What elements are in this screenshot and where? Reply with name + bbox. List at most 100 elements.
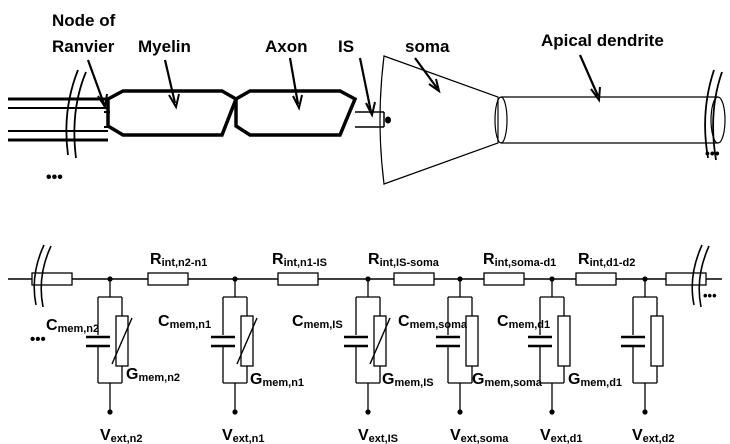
resistor-label-4: Rint,soma-d1 [483,251,556,269]
end-resistor-left [31,272,73,286]
variable-conductance-arrow [236,317,258,365]
conductance-label-sub: mem,d1 [580,377,622,389]
resistor-1 [147,272,189,286]
initial-segment-junction [385,116,391,124]
extracellular-voltage-label-main: V [100,427,111,444]
extracellular-voltage-label: Vext,n1 [222,427,264,444]
extracellular-voltage-label-main: V [450,427,461,444]
capacitance-label: Cmem,n2 [46,317,99,335]
resistor-3 [393,272,435,286]
capacitor [436,335,460,348]
resistor-label-1-sub: int,n2-n1 [162,257,208,269]
axon-left-segment [8,97,108,142]
extracellular-node-dot [365,409,371,415]
resistor-label-5: Rint,d1-d2 [578,251,635,269]
axon-break-mark [65,69,87,159]
resistor-label-2-main: R [272,251,284,268]
circuit-ellipsis-left: ••• [30,331,46,348]
capacitance-label-sub: mem,soma [410,319,468,331]
axon-ellipsis: ••• [46,169,63,186]
conductance-label-main: G [126,366,138,383]
axon-inner-lines [8,107,110,132]
capacitance-label: Cmem,soma [398,313,468,331]
branch-wires [447,279,473,412]
capacitance-label: Cmem,IS [292,313,343,331]
circuit-break-left [33,244,52,308]
apical-arrow [578,54,600,97]
resistor-label-3-sub: int,IS-soma [380,257,440,269]
extracellular-voltage-label-main: V [632,427,643,444]
apical-dendrite-trunk [501,96,718,144]
extracellular-voltage-label-sub: ext,n1 [233,433,265,444]
extracellular-voltage-label-sub: ext,soma [461,433,510,444]
extracellular-voltage-label-main: V [358,427,369,444]
extracellular-voltage-label-sub: ext,n2 [111,433,143,444]
resistor-4 [483,272,525,286]
axon-label: Axon [265,37,308,56]
end-resistor-right [665,272,707,286]
resistor-label-2: Rint,n1-IS [272,251,327,269]
membrane-conductance [650,315,664,367]
resistor-label-1-main: R [150,251,162,268]
capacitance-label-sub: mem,IS [304,319,343,331]
node-arrow [86,59,106,105]
neuron-morphology [8,54,726,185]
capacitor [344,335,368,348]
conductance-label-sub: mem,n1 [262,377,304,389]
capacitance-label-sub: mem,n1 [170,319,212,331]
capacitance-label-main: C [398,313,410,330]
apical-dendrite-label: Apical dendrite [541,31,664,50]
extracellular-node-dot [642,409,648,415]
conductance-label-sub: mem,IS [394,377,433,389]
extracellular-node-dot [457,409,463,415]
myelin-label: Myelin [138,37,191,56]
branch-wires [355,279,381,412]
extracellular-voltage-label: Vext,d1 [540,427,582,444]
branch-wires [632,279,658,412]
compartment-6: Vext,d2 [621,276,674,444]
conductance-label: Gmem,n2 [126,366,180,384]
resistor-label-5-sub: int,d1-d2 [590,257,636,269]
conductance-label-sub: mem,soma [484,377,542,389]
extracellular-voltage-label-sub: ext,d2 [643,433,675,444]
variable-conductance-arrow [369,317,391,365]
resistor-2 [277,272,319,286]
capacitor [621,335,645,348]
extracellular-voltage-label-main: V [540,427,551,444]
extracellular-voltage-label-sub: ext,d1 [551,433,583,444]
capacitor [211,335,235,348]
conductance-label-main: G [472,371,484,388]
resistor-label-4-main: R [483,251,495,268]
extracellular-voltage-label-main: V [222,427,233,444]
myelin-segment-1 [106,89,239,137]
dendrite-break-mark [704,69,723,161]
circuit-break-right [691,244,710,308]
capacitor [528,335,552,348]
capacitance-label-sub: mem,d1 [509,319,551,331]
conductance-label-main: G [382,371,394,388]
resistor-label-5-main: R [578,251,590,268]
conductance-label: Gmem,IS [382,371,434,389]
soma-cone [379,55,499,185]
soma-base [494,96,508,144]
branch-wires [539,279,565,412]
conductance-label-main: G [250,371,262,388]
capacitance-label-main: C [158,313,170,330]
capacitance-label-main: C [46,317,58,334]
variable-conductance-arrow [111,317,133,365]
myelin-arrow [163,59,177,104]
conductance-label-sub: mem,n2 [138,372,180,384]
dendrite-ellipsis: ••• [705,145,720,161]
is-arrowhead [365,101,376,118]
node-arrowhead [97,93,108,110]
label-arrows [86,54,601,118]
extracellular-voltage-label: Vext,d2 [632,427,674,444]
extracellular-voltage-label: Vext,n2 [100,427,142,444]
apical-arrowhead [590,86,601,103]
conductance-label: Gmem,d1 [568,371,622,389]
